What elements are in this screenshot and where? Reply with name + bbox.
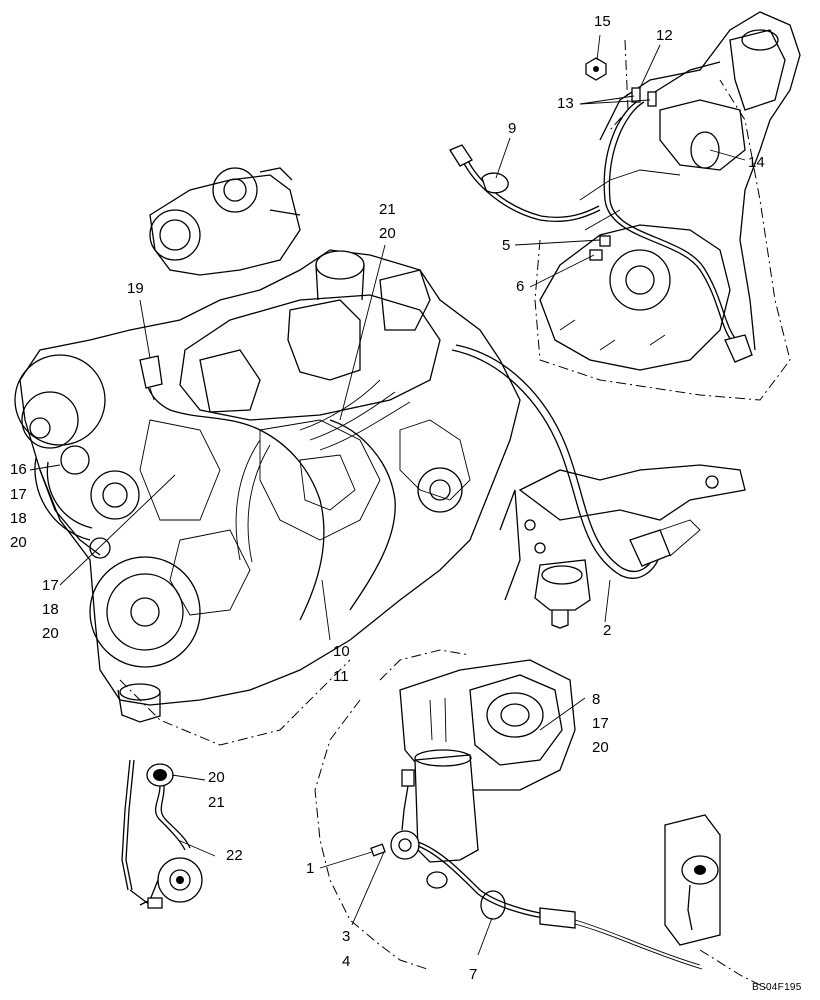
callout-4: 4 [342,953,351,970]
callout-20-top: 20 [379,225,396,242]
callout-12: 12 [656,27,673,44]
callout-7: 7 [469,966,478,983]
upper-right-inset [449,11,801,401]
callout-18-left: 18 [10,510,27,527]
callout-17-right: 17 [592,715,609,732]
callout-21-top: 21 [379,201,396,218]
callout-6: 6 [516,278,525,295]
callout-18-lower: 18 [42,601,59,618]
callout-13: 13 [557,95,574,112]
leader-lines [29,34,746,956]
callout-15: 15 [594,13,611,30]
callout-3: 3 [342,928,351,945]
callout-17-left: 17 [10,486,27,503]
callout-21-bottom: 21 [208,794,225,811]
callout-10: 10 [333,643,350,660]
callout-1: 1 [306,860,315,877]
main-engine [14,167,746,746]
callout-16: 16 [10,461,27,478]
callout-8: 8 [592,691,601,708]
callout-20-right: 20 [592,739,609,756]
callout-20-bottom: 20 [208,769,225,786]
callout-20-lower: 20 [42,625,59,642]
callout-22: 22 [226,847,243,864]
callout-20-left: 20 [10,534,27,551]
callout-14: 14 [748,154,765,171]
callout-17-lower: 17 [42,577,59,594]
callout-9: 9 [508,120,517,137]
callout-19: 19 [127,280,144,297]
small-sensors [139,355,163,401]
lower-left-harness [121,759,203,909]
lower-right-inset [314,649,771,991]
callout-5: 5 [502,237,511,254]
figure-reference-code: BS04F195 [752,982,802,993]
callout-11: 11 [333,668,349,685]
callout-2: 2 [603,622,612,639]
